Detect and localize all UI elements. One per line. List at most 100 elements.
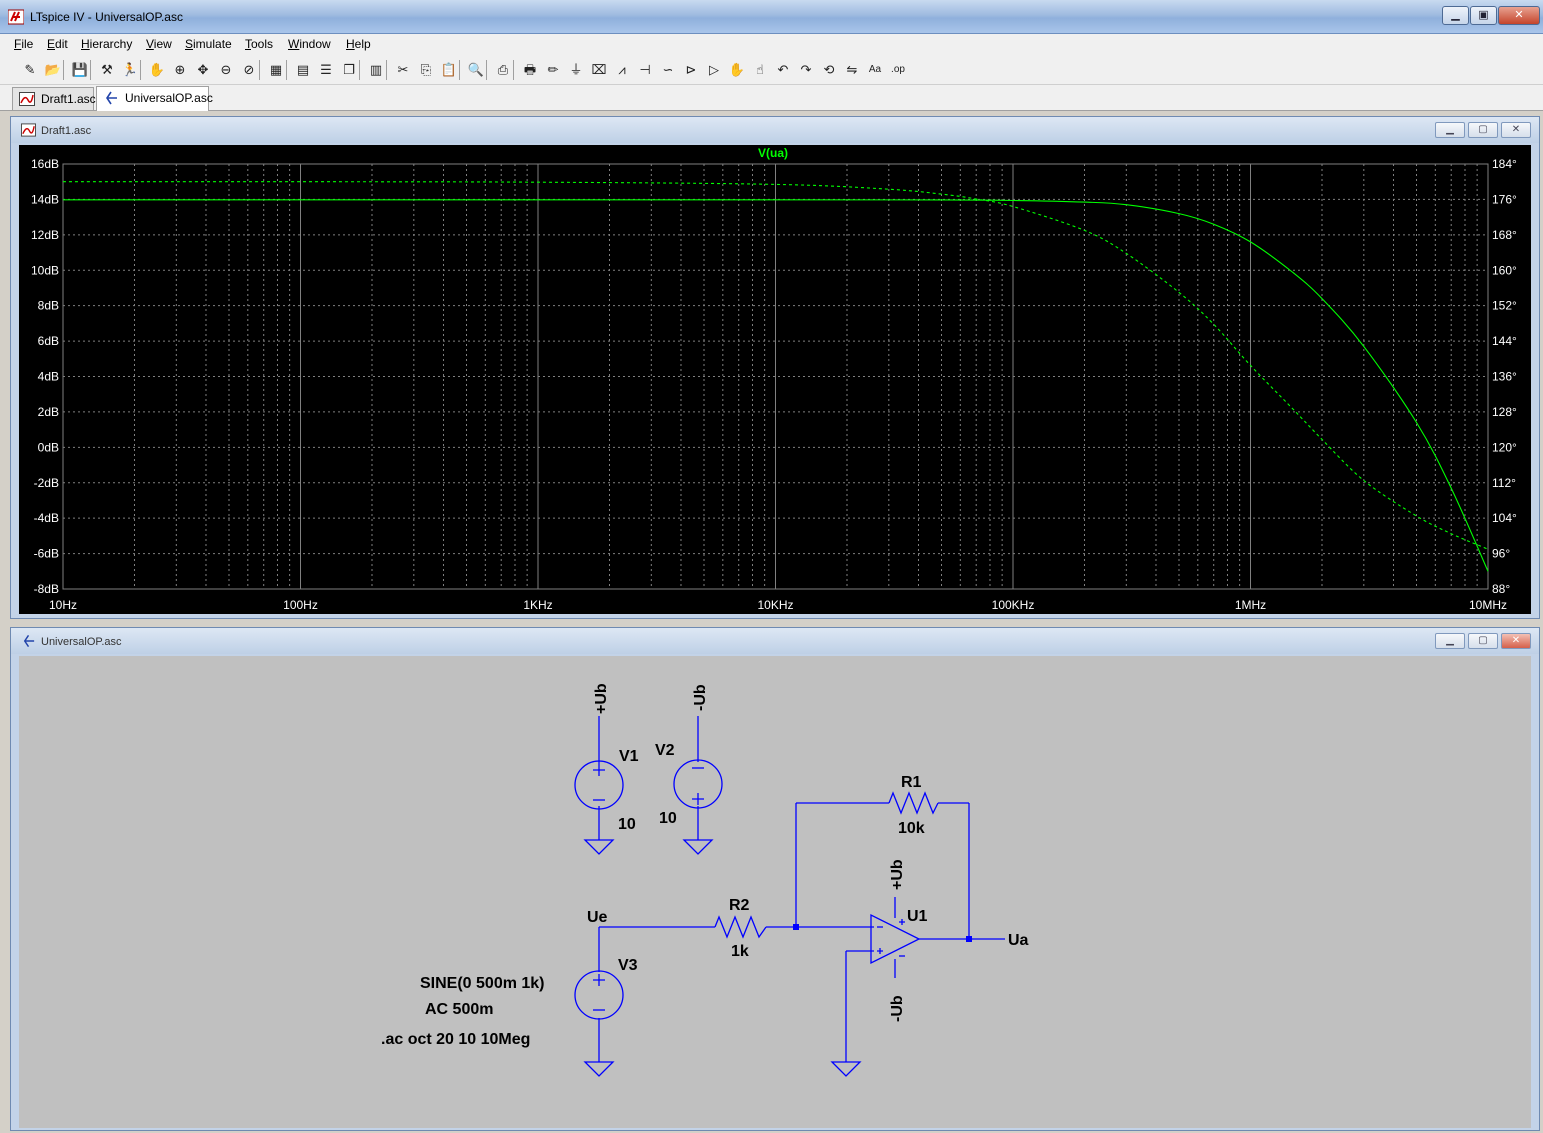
grid-icon[interactable]: ▤ — [296, 62, 310, 77]
menu-edit[interactable]: Edit — [47, 37, 68, 51]
ltspice-logo-icon — [8, 9, 24, 25]
tile-vertical-icon[interactable]: ▥ — [369, 62, 383, 77]
tile-horizontal-icon[interactable]: ☰ — [320, 62, 332, 77]
copy-icon[interactable]: ⎘ — [420, 62, 432, 77]
text-icon[interactable]: Aa — [868, 64, 882, 75]
minimize-button[interactable]: ▁ — [1442, 6, 1469, 25]
inductor-icon[interactable]: ∽ — [662, 62, 674, 77]
ground-icon[interactable]: ⏚ — [569, 62, 583, 77]
menu-hierarchy[interactable]: Hierarchy — [81, 37, 133, 51]
print-icon[interactable]: 🖶 — [523, 62, 537, 77]
window-title: LTspice IV - UniversalOP.asc — [30, 10, 183, 24]
menu-tools[interactable]: Tools — [245, 37, 274, 51]
schematic-close-button[interactable]: ✕ — [1501, 633, 1531, 649]
schematic-drawing[interactable]: +Ub -Ub V1 10 V2 10 R1 10k R2 1k U1 +Ub … — [19, 656, 1531, 1128]
redo-icon[interactable]: ↷ — [800, 62, 812, 77]
plot-minimize-button[interactable]: ▁ — [1435, 122, 1465, 138]
new-schematic-icon[interactable]: ✎ — [24, 62, 36, 77]
label-v3[interactable]: V3 — [618, 957, 638, 974]
plot-close-button[interactable]: ✕ — [1501, 122, 1531, 138]
run-icon[interactable]: 🏃 — [121, 62, 139, 77]
value-r1[interactable]: 10k — [898, 820, 925, 837]
voltage-source-v2[interactable] — [673, 759, 723, 809]
y-left-tick-label: -2dB — [34, 476, 59, 490]
save-icon[interactable]: 💾 — [71, 62, 89, 77]
component-icon[interactable]: ▷ — [709, 62, 719, 77]
zoom-in-icon[interactable]: ⊕ — [174, 62, 186, 77]
net-label-plus-ub[interactable]: +Ub — [593, 683, 610, 714]
undo-icon[interactable]: ↶ — [777, 62, 789, 77]
cut-icon[interactable]: ✂ — [397, 62, 409, 77]
net-label-u1-minus-ub[interactable]: -Ub — [889, 995, 906, 1022]
label-v2[interactable]: V2 — [655, 742, 675, 759]
menu-window[interactable]: Window — [288, 37, 331, 51]
net-label-minus-ub[interactable]: -Ub — [692, 684, 709, 711]
rotate-icon[interactable]: ⟲ — [823, 62, 835, 77]
ground-symbol[interactable] — [583, 839, 615, 855]
maximize-button[interactable]: ▣ — [1470, 6, 1497, 25]
schematic-maximize-button[interactable]: ▢ — [1468, 633, 1498, 649]
y-left-tick-label: -8dB — [34, 582, 59, 596]
label-r1[interactable]: R1 — [901, 774, 922, 791]
resistor-r1[interactable] — [888, 791, 939, 815]
resistor-icon[interactable]: ⩘ — [618, 62, 626, 77]
y-left-tick-label: 4dB — [38, 370, 59, 384]
net-label-u1-plus-ub[interactable]: +Ub — [889, 859, 906, 890]
mirror-icon[interactable]: ⇋ — [846, 62, 858, 77]
paste-icon[interactable]: 📋 — [440, 62, 458, 77]
menu-simulate[interactable]: Simulate — [185, 37, 232, 51]
spice-directive[interactable]: .ac oct 20 10 10Meg — [381, 1031, 530, 1048]
schematic-minimize-button[interactable]: ▁ — [1435, 633, 1465, 649]
voltage-source-v1[interactable] — [574, 760, 624, 810]
net-label-ua[interactable]: Ua — [1008, 932, 1029, 949]
menu-help[interactable]: Help — [346, 37, 371, 51]
pan-icon[interactable]: ✥ — [197, 62, 209, 77]
schematic-window-titlebar: UniversalOP.asc ▁ ▢ ✕ — [11, 628, 1539, 654]
open-icon[interactable]: 📂 — [44, 62, 62, 77]
diode-icon[interactable]: ⊳ — [685, 62, 697, 77]
find-icon[interactable]: 🔍 — [467, 62, 485, 77]
trace-phase[interactable] — [62, 181, 1489, 550]
value-v1[interactable]: 10 — [618, 816, 636, 833]
zoom-cancel-icon[interactable]: ⊘ — [243, 62, 255, 77]
opamp-u1[interactable] — [870, 913, 921, 965]
control-panel-icon[interactable]: ⚒ — [101, 62, 113, 77]
label-v1[interactable]: V1 — [619, 748, 639, 765]
trace-magnitude[interactable] — [63, 199, 1489, 572]
tab-universalop[interactable]: UniversalOP.asc — [96, 86, 213, 111]
value-v3-ac[interactable]: AC 500m — [425, 1001, 493, 1018]
label-net-icon[interactable]: ⌧ — [591, 62, 607, 77]
schematic-canvas[interactable]: +Ub -Ub V1 10 V2 10 R1 10k R2 1k U1 +Ub … — [19, 656, 1531, 1128]
spice-directive-icon[interactable]: .op — [891, 64, 905, 75]
value-v2[interactable]: 10 — [659, 810, 677, 827]
resistor-r2[interactable] — [714, 915, 767, 939]
halt-icon[interactable]: ✋ — [148, 62, 166, 77]
capacitor-icon[interactable]: ⊣ — [639, 62, 651, 77]
tab-bar: Draft1.asc UniversalOP.asc — [0, 85, 1543, 111]
label-u1[interactable]: U1 — [907, 908, 928, 925]
menu-view[interactable]: View — [146, 37, 172, 51]
move-icon[interactable]: ✋ — [728, 62, 746, 77]
ground-symbol[interactable] — [583, 1061, 615, 1077]
menu-file[interactable]: File — [14, 37, 34, 51]
zoom-out-icon[interactable]: ⊖ — [220, 62, 232, 77]
print-setup-icon[interactable]: ⎙ — [497, 62, 509, 77]
ground-symbol[interactable] — [830, 1061, 862, 1077]
junction-dot — [793, 924, 799, 930]
voltage-source-v3[interactable] — [574, 970, 624, 1020]
ground-symbol[interactable] — [682, 839, 714, 855]
close-button[interactable]: ✕ — [1498, 6, 1540, 25]
tab-draft1[interactable]: Draft1.asc — [12, 87, 96, 110]
value-v3-sine[interactable]: SINE(0 500m 1k) — [420, 975, 545, 992]
wire-icon[interactable]: ✏ — [547, 62, 559, 77]
drag-icon[interactable]: ☝ — [756, 62, 764, 77]
plot-maximize-button[interactable]: ▢ — [1468, 122, 1498, 138]
label-r2[interactable]: R2 — [729, 897, 750, 914]
cascade-icon[interactable]: ❐ — [343, 62, 355, 77]
net-label-ue[interactable]: Ue — [587, 909, 608, 926]
value-r2[interactable]: 1k — [731, 943, 749, 960]
trace-label-vua[interactable]: V(ua) — [758, 146, 788, 160]
autorange-icon[interactable]: ▦ — [269, 62, 283, 77]
